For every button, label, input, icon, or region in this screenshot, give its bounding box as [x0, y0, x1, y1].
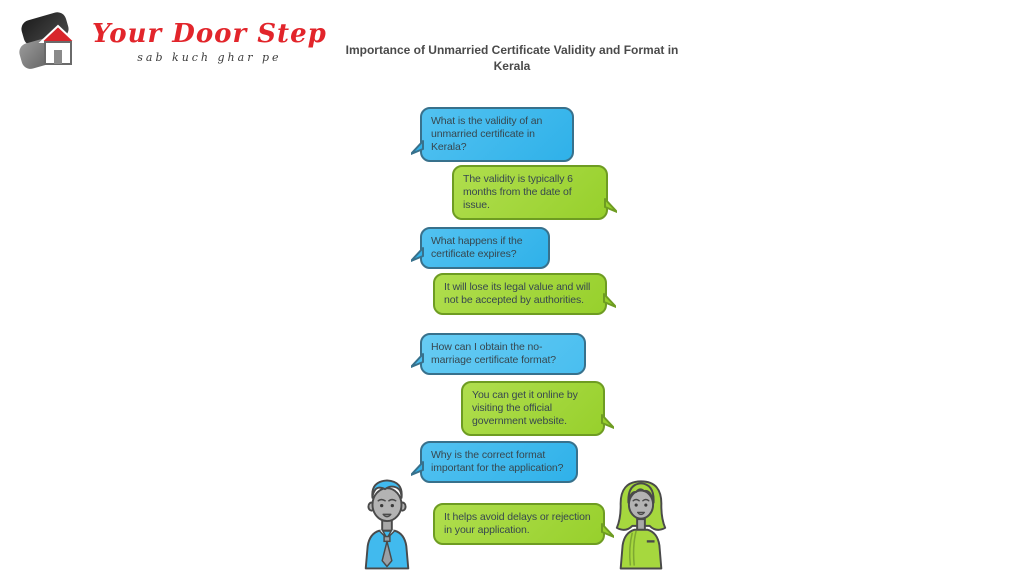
- bubble-tail-left: [411, 247, 424, 262]
- page-title-line2: Kerala: [493, 59, 531, 74]
- bubble-tail-left: [411, 140, 424, 155]
- brand-tagline: sab kuch ghar pe: [137, 50, 282, 64]
- page-title: Importance of Unmarried Certificate Vali…: [0, 42, 1024, 74]
- brand-logo: Your Door Step sab kuch ghar pe: [14, 12, 327, 72]
- chat-bubble-question: What happens if the certificate expires?: [411, 227, 550, 269]
- chat-bubble-answer: The validity is typically 6 months from …: [452, 165, 617, 220]
- bubble-tail-right: [603, 293, 616, 308]
- brand-name: Your Door Step: [92, 18, 327, 49]
- chat-bubble-answer: It helps avoid delays or rejection in yo…: [433, 503, 614, 545]
- bubble-text: Why is the correct format important for …: [431, 449, 564, 474]
- bubble-tail-right: [604, 198, 617, 213]
- chat-bubble-question: Why is the correct format important for …: [411, 441, 578, 483]
- chat-bubble-question: How can I obtain the no-marriage certifi…: [411, 333, 586, 375]
- house-icon: [19, 12, 78, 69]
- bubble-tail-left: [411, 461, 424, 476]
- bubble-text: What happens if the certificate expires?: [431, 235, 523, 260]
- bubble-text: The validity is typically 6 months from …: [463, 173, 573, 211]
- woman-avatar: [615, 480, 667, 570]
- bubble-tail-left: [411, 353, 424, 368]
- chat-bubble-answer: You can get it online by visiting the of…: [461, 381, 614, 436]
- bubble-text: You can get it online by visiting the of…: [472, 389, 578, 427]
- bubble-tail-right: [601, 523, 614, 538]
- chat-bubble-answer: It will lose its legal value and will no…: [433, 273, 616, 315]
- bubble-text: What is the validity of an unmarried cer…: [431, 115, 543, 153]
- chat-bubble-question: What is the validity of an unmarried cer…: [411, 107, 574, 162]
- bubble-text: How can I obtain the no-marriage certifi…: [431, 341, 556, 366]
- page-title-line1: Importance of Unmarried Certificate Vali…: [345, 43, 679, 57]
- bubble-text: It will lose its legal value and will no…: [444, 281, 591, 306]
- brand-text-block: Your Door Step sab kuch ghar pe: [92, 21, 327, 64]
- bubble-tail-right: [601, 414, 614, 429]
- man-avatar: [364, 479, 410, 570]
- bubble-text: It helps avoid delays or rejection in yo…: [444, 511, 591, 536]
